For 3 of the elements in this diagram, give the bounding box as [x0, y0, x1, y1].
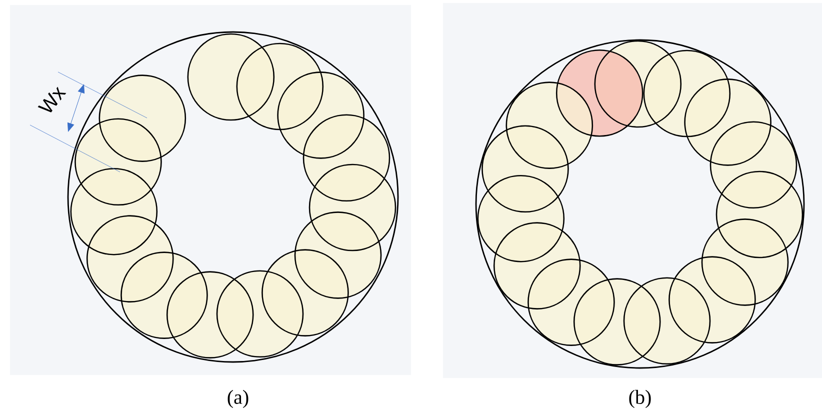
panel-label: (b)	[629, 390, 651, 408]
dimension-label: Wx	[38, 86, 66, 112]
panel-label: (a)	[228, 390, 248, 408]
